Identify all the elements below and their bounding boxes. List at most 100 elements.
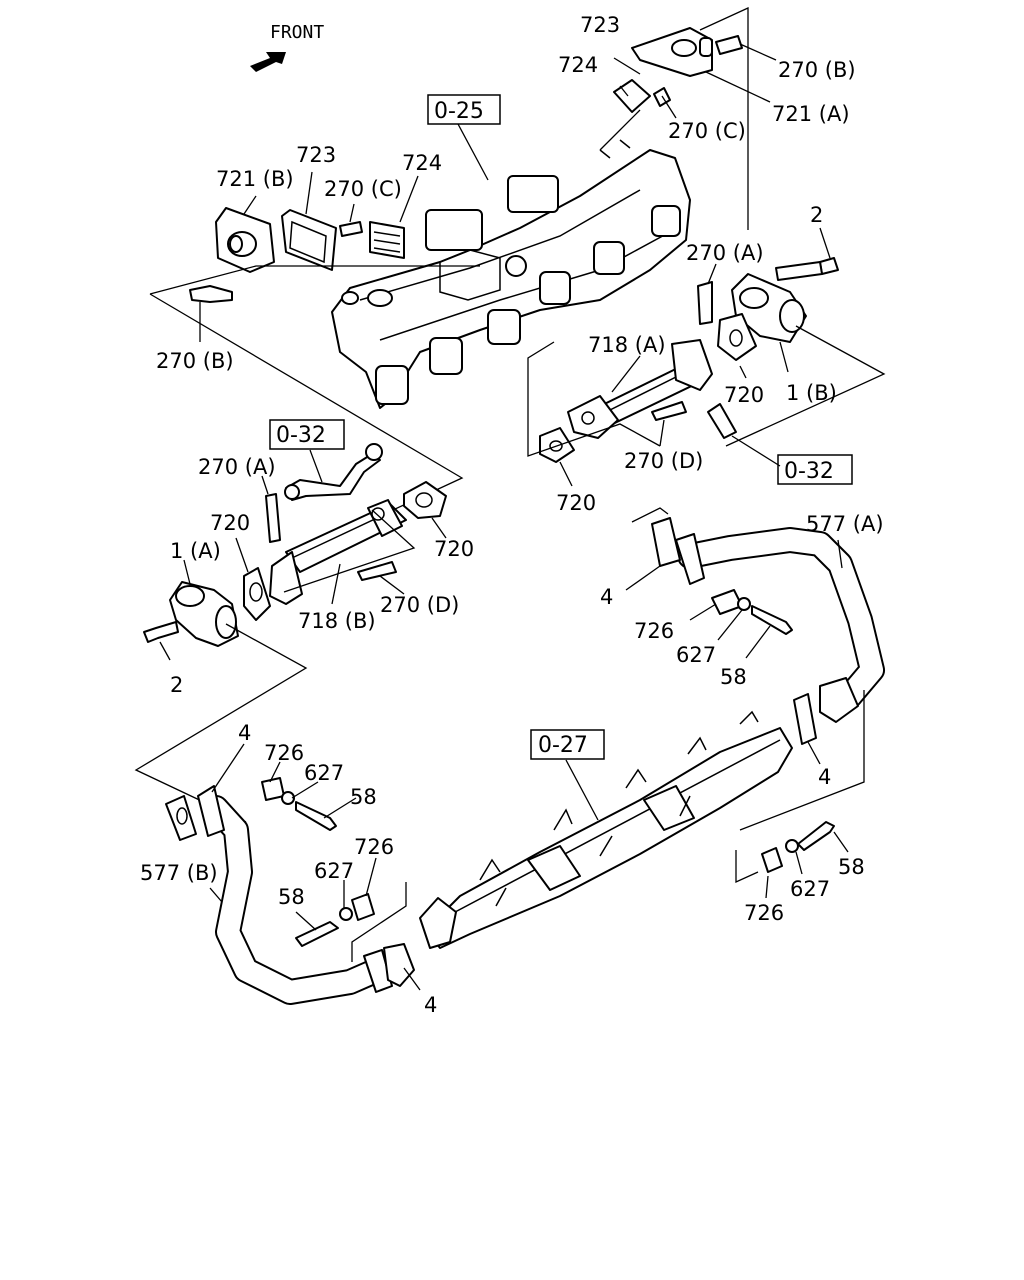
label-270C-b: 270 (C) — [324, 177, 402, 201]
label-270A-a: 270 (A) — [686, 241, 764, 265]
ref-0-25: 0-25 — [434, 99, 484, 124]
lead-0-25 — [457, 123, 489, 181]
part-270Bb-bolt — [189, 285, 233, 303]
label-270C-a: 270 (C) — [668, 119, 746, 143]
label-4-a: 4 — [600, 585, 613, 609]
part-58a-bolt — [751, 605, 793, 635]
label-4-c: 4 — [238, 721, 251, 745]
label-270A-b: 270 (A) — [198, 455, 276, 479]
label-2-b: 2 — [170, 673, 183, 697]
part-2b-bolt — [143, 621, 179, 643]
part-718A-egr-cooler — [567, 339, 713, 439]
part-270Cb-bolt — [339, 221, 363, 237]
ref-0-27: 0-27 — [538, 733, 588, 758]
label-627-b: 627 — [304, 761, 344, 785]
label-724-a: 724 — [558, 53, 598, 77]
assembly-line-b — [149, 265, 480, 295]
part-270Ab-bolt — [265, 493, 281, 543]
label-721B: 721 (B) — [216, 167, 294, 191]
ref-box-0-32-b — [777, 454, 853, 485]
label-2-a: 2 — [810, 203, 823, 227]
part-egr-pipe-small — [284, 443, 383, 501]
label-720-b: 720 — [556, 491, 596, 515]
exhaust-manifold — [419, 710, 793, 949]
part-4c-gasket — [165, 795, 197, 841]
part-627b-washer — [281, 791, 295, 805]
label-1B: 1 (B) — [786, 381, 837, 405]
label-270D-b: 270 (D) — [380, 593, 459, 617]
intake-manifold — [331, 139, 691, 409]
label-726-c: 726 — [354, 835, 394, 859]
part-2a-bolt — [819, 257, 839, 275]
label-720-d: 720 — [434, 537, 474, 561]
part-720d-gasket — [243, 567, 271, 621]
part-58c-bolt — [295, 921, 339, 947]
part-726b-sleeve — [261, 777, 285, 801]
label-270D-a: 270 (D) — [624, 449, 703, 473]
part-627a-washer — [737, 597, 751, 611]
label-718A: 718 (A) — [588, 333, 666, 357]
part-577B-pipe — [197, 785, 395, 1005]
part-4d-gasket — [383, 943, 415, 987]
label-58-c: 58 — [278, 885, 305, 909]
ref-box-0-32-a — [269, 419, 345, 450]
label-726-b: 726 — [264, 741, 304, 765]
label-577A: 577 (A) — [806, 512, 884, 536]
label-58-a: 58 — [720, 665, 747, 689]
assembly-line-a — [699, 6, 749, 230]
assembly-line-g — [134, 623, 308, 823]
label-724-b: 724 — [402, 151, 442, 175]
assembly-line-i — [739, 690, 865, 831]
part-58d-bolt — [797, 821, 835, 851]
label-723-a: 723 — [580, 13, 620, 37]
label-723-b: 723 — [296, 143, 336, 167]
label-1A: 1 (A) — [170, 539, 221, 563]
part-58b-bolt — [295, 801, 337, 831]
part-724a-gasket — [613, 79, 651, 113]
label-718B: 718 (B) — [298, 609, 376, 633]
part-726d-sleeve — [761, 847, 783, 873]
part-718B-egr-cooler — [269, 499, 407, 605]
assembly-line-h — [631, 507, 669, 523]
part-4a-gasket — [651, 517, 681, 567]
label-627-c: 627 — [314, 859, 354, 883]
part-1B-egr-valve — [731, 273, 807, 343]
part-723b-gasket — [281, 209, 337, 271]
part-720a-gasket — [717, 313, 757, 361]
part-721A-valve — [631, 27, 713, 77]
part-sleeve-a — [707, 403, 737, 439]
part-270Aa-bolt — [697, 281, 713, 325]
assembly-line-j — [735, 850, 759, 884]
label-720-c: 720 — [210, 511, 250, 535]
label-270B-a: 270 (B) — [778, 58, 856, 82]
label-726-a: 726 — [634, 619, 674, 643]
assembly-line-e — [527, 341, 661, 457]
part-720c-gasket — [403, 481, 447, 519]
label-4-d: 4 — [424, 993, 437, 1017]
part-721B-valve — [215, 207, 275, 273]
assembly-line-d — [725, 325, 886, 447]
label-720-a: 720 — [724, 383, 764, 407]
label-721A: 721 (A) — [772, 102, 850, 126]
part-726c-sleeve — [351, 893, 375, 921]
part-627c-washer — [339, 907, 353, 921]
ref-box-0-25 — [427, 94, 501, 125]
front-label: FRONT — [270, 22, 324, 43]
label-270B-b: 270 (B) — [156, 349, 234, 373]
label-726-d: 726 — [744, 901, 784, 925]
part-627d-washer — [785, 839, 799, 853]
assembly-line-k — [351, 882, 407, 962]
label-627-a: 627 — [676, 643, 716, 667]
label-627-d: 627 — [790, 877, 830, 901]
ref-0-32-b: 0-32 — [784, 459, 834, 484]
part-577A-pipe — [675, 527, 885, 723]
label-577B: 577 (B) — [140, 861, 218, 885]
part-4b-gasket — [793, 693, 817, 745]
label-58-d: 58 — [838, 855, 865, 879]
part-270Da-bolt — [651, 401, 687, 421]
front-arrow-icon — [250, 52, 286, 72]
part-270Db-bolt — [357, 561, 397, 581]
ref-0-32-a: 0-32 — [276, 423, 326, 448]
